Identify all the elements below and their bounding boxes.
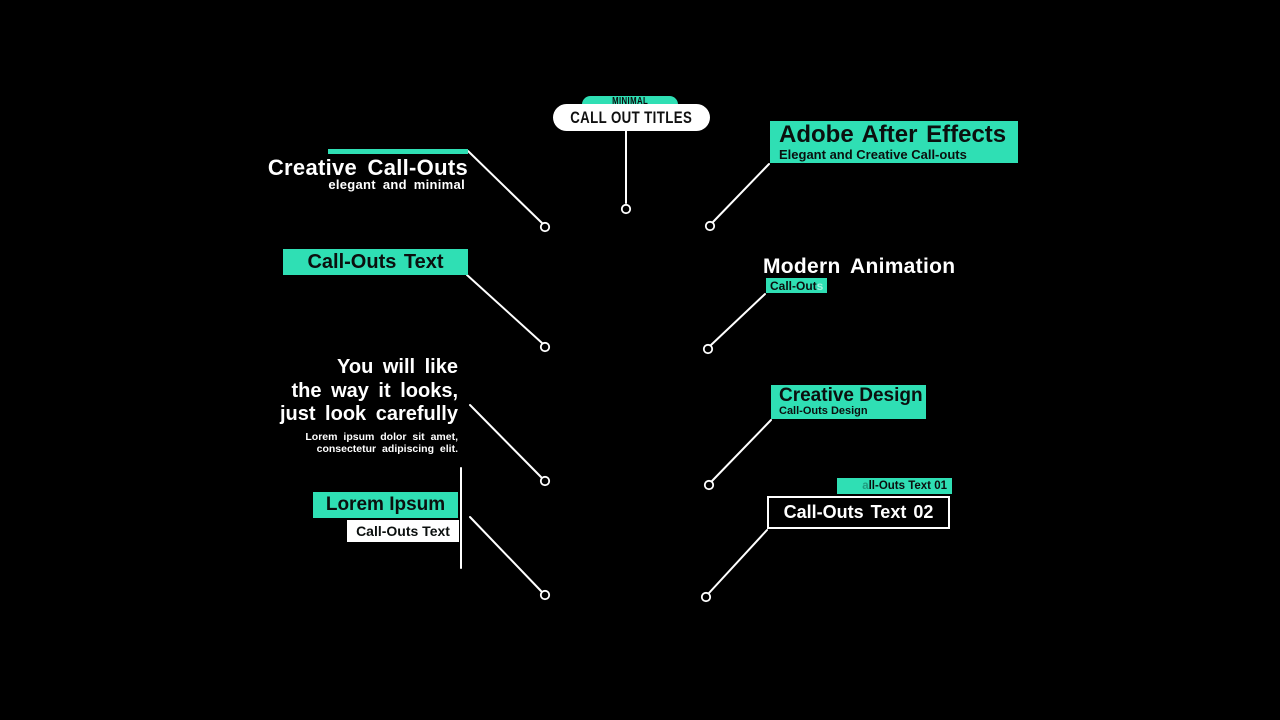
callouts-text-02-box: Call-Outs Text 02 (767, 496, 950, 529)
creative-callouts-anchor-dot (539, 221, 551, 233)
quote-connector-line (469, 404, 542, 478)
lorem-anchor-dot (539, 589, 551, 601)
lorem-ipsum-label: Lorem Ipsum (325, 494, 446, 515)
header-title-pill: CALL OUT TITLES (553, 104, 710, 131)
modern-animation-tag-label: Call-Out (770, 278, 817, 293)
creative-design-box: Creative Design Call-Outs Design (771, 385, 926, 419)
callouts-text-01-ghost-letter: a (862, 480, 869, 492)
modern-connector-line (710, 293, 766, 346)
quote-small-line: consectetur adipiscing elit. (316, 442, 458, 455)
quote-line: the way it looks, (291, 379, 458, 402)
adobe-callout-subtitle: Elegant and Creative Call-outs (779, 147, 967, 162)
callouts-text-connector-line (466, 274, 543, 344)
quote-line: You will like (337, 356, 458, 378)
creative-callouts-title: Creative Call-Outs (267, 155, 468, 180)
creative-callouts-connector-line (467, 150, 543, 224)
callouts-text-label: Call-Outs Text (307, 250, 444, 273)
header-anchor-dot (620, 203, 632, 215)
quote-line: just look carefully (279, 403, 458, 425)
quote-callout: You will like the way it looks, just loo… (280, 356, 458, 455)
modern-anchor-dot (702, 343, 714, 355)
creative-design-subtitle: Call-Outs Design (779, 405, 868, 417)
lorem-ipsum-box: Lorem Ipsum (313, 492, 458, 518)
modern-animation-tag-ghost-letter: s (816, 278, 824, 293)
header-tag-label: MINIMAL (611, 96, 649, 107)
adobe-connector-line (712, 163, 770, 223)
creative-design-connector-line (711, 419, 772, 482)
adobe-anchor-dot (704, 220, 716, 232)
quote-small-line: Lorem ipsum dolor sit amet, (305, 430, 458, 443)
creative-callouts-subtitle: elegant and minimal (328, 177, 465, 192)
callouts-text-01-label: ll-Outs Text 01 (868, 480, 947, 492)
lorem-connector-line (469, 516, 542, 592)
creative-callouts-overline (328, 149, 468, 154)
lorem-ipsum-subtitle-label: Call-Outs Text (356, 523, 450, 539)
quote-anchor-dot (539, 475, 551, 487)
header-title-label: CALL OUT TITLES (570, 107, 693, 127)
callouts-text-anchor-dot (539, 341, 551, 353)
modern-animation-title: Modern Animation (763, 255, 956, 278)
creative-design-anchor-dot (703, 479, 715, 491)
numbered-connector-line (708, 529, 768, 594)
creative-design-title: Creative Design (779, 385, 923, 406)
numbered-anchor-dot (700, 591, 712, 603)
callouts-text-box: Call-Outs Text (283, 249, 468, 275)
adobe-callout-box: Adobe After Effects Elegant and Creative… (770, 121, 1018, 163)
lorem-ipsum-subtitle-box: Call-Outs Text (347, 520, 459, 542)
adobe-callout-title: Adobe After Effects (779, 121, 1007, 148)
callouts-text-02-label: Call-Outs Text 02 (783, 502, 934, 522)
